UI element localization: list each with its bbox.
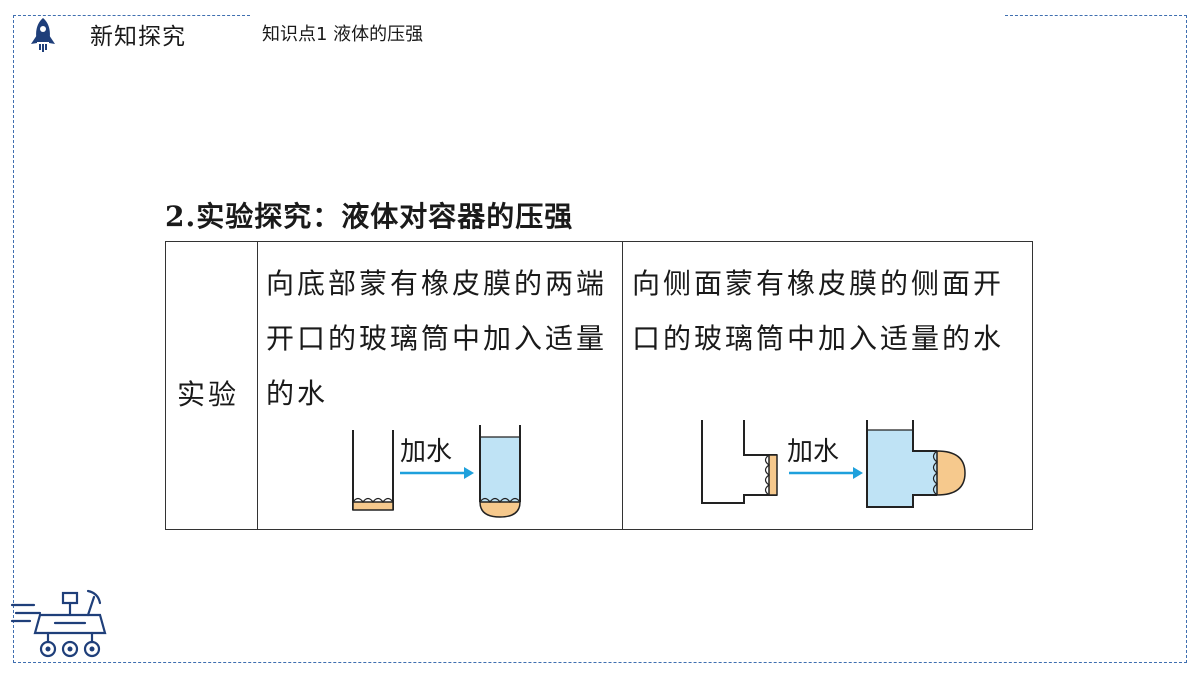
rocket-icon [31,18,55,52]
add-water-label-b: 加水 [787,437,839,467]
table-divider-2 [622,241,623,530]
arrow-icon [789,467,863,479]
empty-tube [352,430,394,511]
cell-side-membrane-description: 向侧面蒙有橡皮膜的侧面开口的玻璃筒中加入适量的水 [632,267,1005,355]
filled-tube [479,425,521,518]
add-water-label-a: 加水 [400,437,452,467]
side-membrane-diagram: 加水 [701,420,966,508]
knowledge-point-label: 知识点1 液体的压强 [262,24,424,45]
frame-left-border [13,15,14,663]
experiment-table: 实验 向底部蒙有橡皮膜的两端开口的玻璃筒中加入适量的水 向侧面蒙有橡皮膜的侧面开… [165,241,1033,530]
table-border [165,241,1033,530]
experiment-heading: 2.实验探究：液体对容器的压强 [165,200,574,233]
frame-right-border [1186,15,1187,663]
section-title: 新知探究 [90,24,186,50]
rover-icon [10,589,107,658]
empty-side-tube [701,420,778,504]
row-label-experiment: 实验 [177,378,240,411]
arrow-icon [400,467,474,479]
frame-bottom-border [13,662,1187,663]
filled-side-tube [866,420,966,508]
bottom-membrane-diagram: 加水 [352,425,521,518]
frame-top-right-border [1005,15,1187,16]
table-divider-1 [257,241,258,530]
cell-bottom-membrane-description: 向底部蒙有橡皮膜的两端开口的玻璃筒中加入适量的水 [266,267,608,410]
frame-top-left-border [13,15,250,16]
